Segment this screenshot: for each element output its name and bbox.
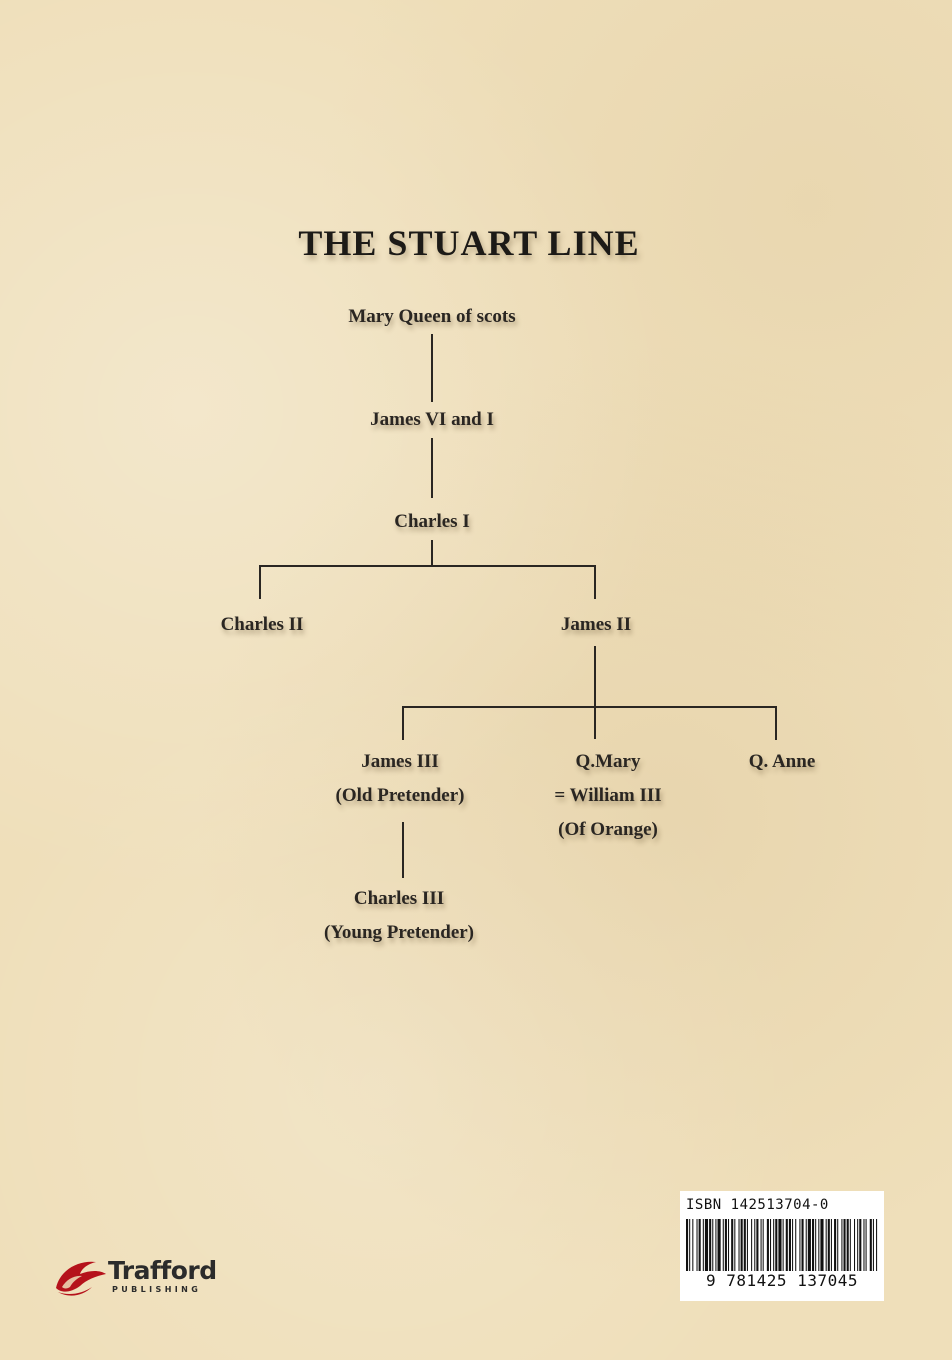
connector-james2-down bbox=[594, 646, 596, 739]
connector-to-qanne bbox=[775, 706, 777, 740]
node-queen-anne: Q. Anne bbox=[748, 751, 816, 772]
barcode-bar bbox=[788, 1219, 791, 1271]
barcode-bar bbox=[865, 1219, 867, 1271]
barcode-bar bbox=[686, 1219, 689, 1271]
node-james-vi-and-i: James VI and I bbox=[370, 409, 494, 430]
publisher-tagline: PUBLISHING bbox=[112, 1285, 202, 1294]
connector-to-james3 bbox=[402, 706, 404, 740]
connector-james2-bar bbox=[402, 706, 777, 708]
barcode-bar bbox=[692, 1219, 694, 1271]
barcode-bar bbox=[812, 1219, 815, 1271]
barcode-bar bbox=[728, 1219, 730, 1271]
barcode-bar bbox=[799, 1219, 801, 1271]
barcode-bar bbox=[859, 1219, 862, 1271]
trafford-swoosh-icon bbox=[56, 1261, 106, 1296]
barcode-bar bbox=[876, 1219, 878, 1271]
node-charles-i: Charles I bbox=[394, 511, 470, 532]
barcode-bar bbox=[792, 1219, 794, 1271]
node-charles-iii: Charles III (Young Pretender) bbox=[323, 888, 475, 943]
barcode-bar bbox=[766, 1219, 769, 1271]
barcode-bar bbox=[715, 1219, 717, 1271]
barcode-bar bbox=[702, 1219, 704, 1271]
barcode-bar bbox=[857, 1219, 859, 1271]
connector-james6-charles1 bbox=[431, 438, 433, 498]
connector-charles1-bar bbox=[259, 565, 596, 567]
barcode-bar bbox=[782, 1219, 784, 1271]
connector-to-charles2 bbox=[259, 565, 261, 599]
barcode-bar bbox=[738, 1219, 740, 1271]
barcode-bar bbox=[863, 1219, 865, 1271]
barcode-bar bbox=[770, 1219, 772, 1271]
barcode-bar bbox=[722, 1219, 724, 1271]
barcode-bars bbox=[686, 1219, 878, 1271]
node-queen-mary: Q.Mary = William III (Of Orange) bbox=[554, 751, 662, 840]
barcode-bar bbox=[734, 1219, 736, 1271]
node-james-ii: James II bbox=[560, 614, 632, 635]
isbn-barcode: ISBN 142513704-0 9 781425 137045 bbox=[680, 1191, 884, 1301]
connector-james3-charles3 bbox=[402, 822, 404, 878]
barcode-bar bbox=[837, 1219, 839, 1271]
barcode-bar bbox=[785, 1219, 788, 1271]
connector-to-james2 bbox=[594, 565, 596, 599]
barcode-bar bbox=[751, 1219, 753, 1271]
barcode-bar bbox=[746, 1219, 748, 1271]
barcode-bar bbox=[854, 1219, 856, 1271]
barcode-bar bbox=[754, 1219, 756, 1271]
connector-charles1-down bbox=[431, 540, 433, 566]
barcode-bar bbox=[696, 1219, 698, 1271]
barcode-bar bbox=[805, 1219, 807, 1271]
barcode-bar bbox=[825, 1219, 827, 1271]
barcode-bar bbox=[740, 1219, 743, 1271]
barcode-bar bbox=[712, 1219, 714, 1271]
node-mary-queen-of-scots: Mary Queen of scots bbox=[348, 306, 516, 327]
barcode-bar bbox=[834, 1219, 837, 1271]
publisher-name: Trafford bbox=[108, 1256, 217, 1285]
barcode-bar bbox=[843, 1219, 846, 1271]
barcode-bar bbox=[778, 1219, 782, 1271]
barcode-bar bbox=[815, 1219, 817, 1271]
barcode-bar bbox=[807, 1219, 811, 1271]
publisher-logo: Trafford PUBLISHING bbox=[52, 1254, 262, 1300]
barcode-bar bbox=[830, 1219, 832, 1271]
connector-mary-james6 bbox=[431, 334, 433, 402]
barcode-bar bbox=[827, 1219, 830, 1271]
barcode-bar bbox=[775, 1219, 778, 1271]
barcode-bar bbox=[773, 1219, 775, 1271]
barcode-bar bbox=[818, 1219, 820, 1271]
barcode-bar bbox=[760, 1219, 762, 1271]
barcode-bar bbox=[801, 1219, 804, 1271]
barcode-bar bbox=[717, 1219, 721, 1271]
barcode-bar bbox=[743, 1219, 746, 1271]
barcode-bar bbox=[820, 1219, 824, 1271]
barcode-bar bbox=[762, 1219, 764, 1271]
barcode-bar bbox=[872, 1219, 874, 1271]
isbn-label: ISBN 142513704-0 bbox=[686, 1197, 829, 1213]
barcode-bar bbox=[869, 1219, 872, 1271]
barcode-bar bbox=[704, 1219, 709, 1271]
barcode-bar bbox=[689, 1219, 691, 1271]
barcode-bar bbox=[841, 1219, 843, 1271]
barcode-bar bbox=[731, 1219, 734, 1271]
ean-digits: 9 781425 137045 bbox=[706, 1271, 858, 1290]
barcode-bar bbox=[698, 1219, 701, 1271]
node-james-iii: James III (Old Pretender) bbox=[335, 751, 465, 806]
barcode-bar bbox=[849, 1219, 851, 1271]
barcode-bar bbox=[756, 1219, 759, 1271]
barcode-bar bbox=[709, 1219, 712, 1271]
barcode-bar bbox=[795, 1219, 797, 1271]
page-title: THE STUART LINE bbox=[298, 223, 640, 263]
node-charles-ii: Charles II bbox=[220, 614, 304, 635]
barcode-bar bbox=[724, 1219, 727, 1271]
barcode-bar bbox=[846, 1219, 849, 1271]
